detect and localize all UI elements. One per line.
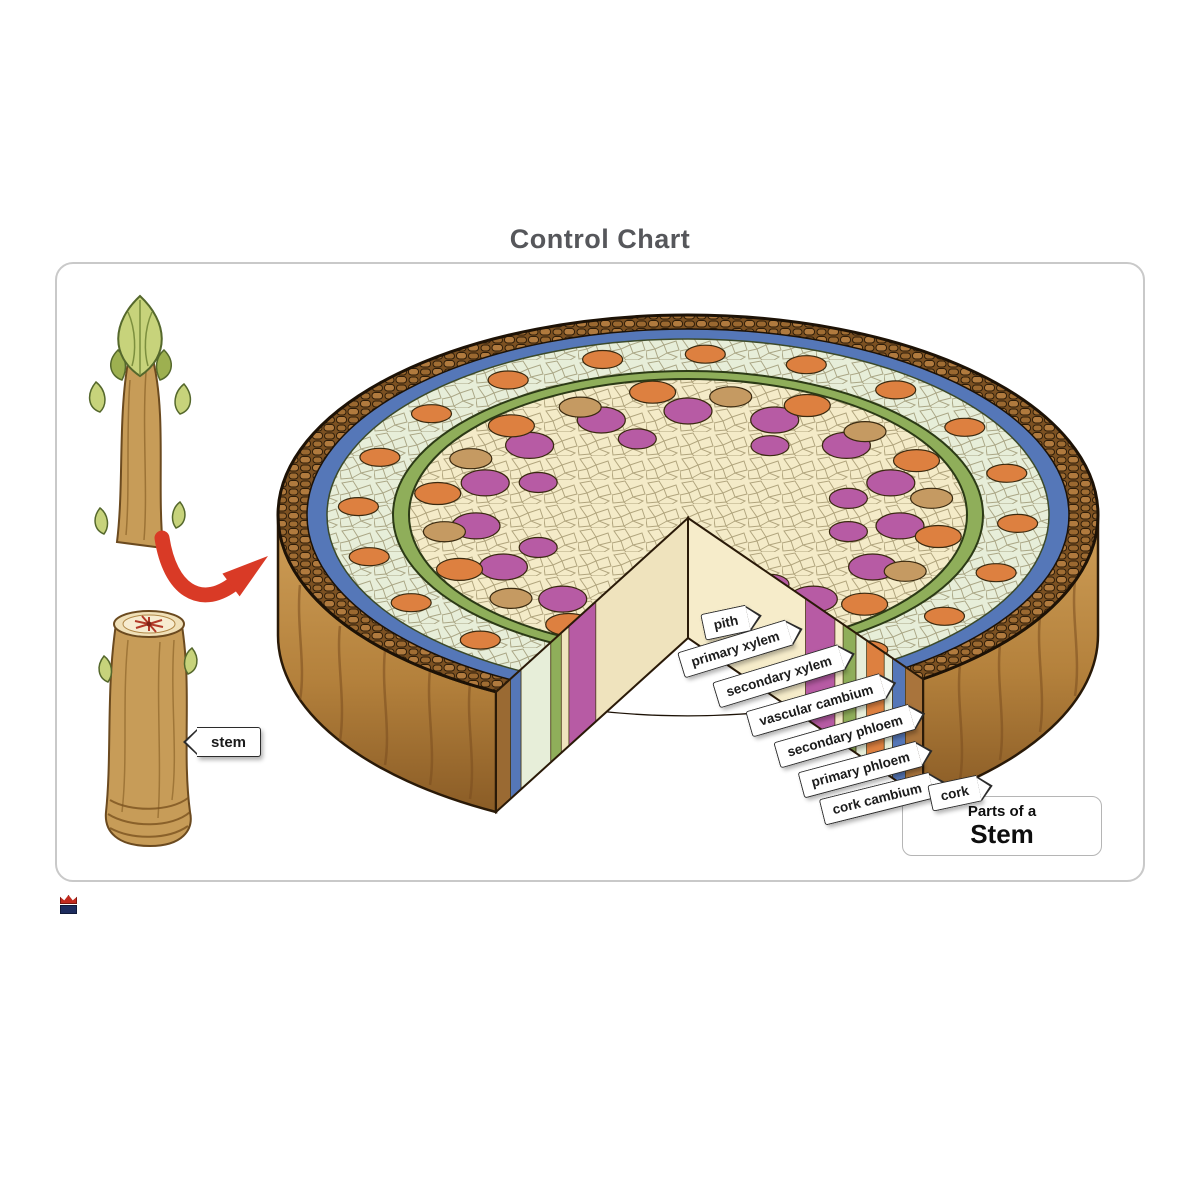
publisher-logo-bottom [60, 905, 77, 914]
legend-line1: Parts of a [967, 803, 1037, 820]
lateral-bud [171, 500, 186, 529]
stem-label-text: stem [211, 733, 247, 751]
publisher-logo [60, 895, 77, 915]
layer-label-text: pith [712, 612, 740, 633]
cut-face-left [495, 515, 689, 815]
layer-label-text: cork [939, 782, 971, 804]
red-arrow-icon [154, 530, 268, 603]
lateral-bud [88, 380, 106, 413]
stem-label-tag: stem [197, 727, 262, 757]
lateral-bud [94, 506, 109, 535]
legend-line2: Stem [970, 819, 1034, 849]
lateral-bud [174, 382, 192, 415]
disc-top-surface [276, 313, 1100, 717]
page-title: Control Chart [509, 224, 691, 254]
lateral-bud [183, 646, 198, 675]
lateral-bud [98, 654, 113, 683]
publisher-logo-top [60, 895, 77, 904]
cut-stem-illustration [98, 610, 198, 848]
twig-illustration [88, 294, 192, 550]
